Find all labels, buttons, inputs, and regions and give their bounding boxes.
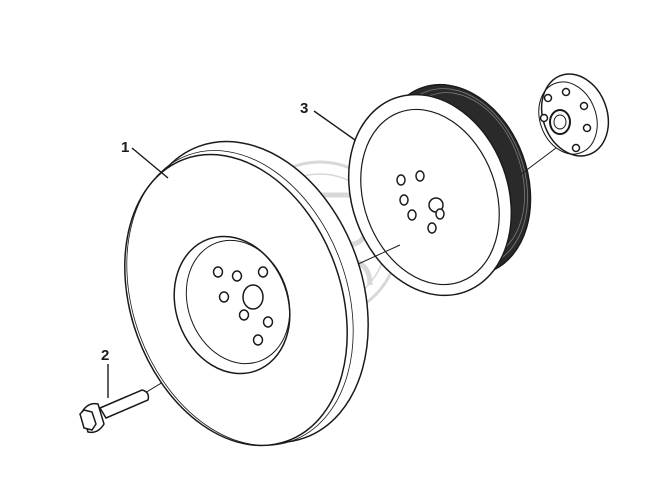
leader-lines — [107, 110, 356, 398]
bolt-shank — [98, 389, 150, 419]
callout-3: 3 — [300, 100, 308, 117]
flange-washer — [538, 73, 610, 157]
pulley-inner-ring — [360, 108, 500, 286]
vibration-damper — [124, 140, 369, 447]
washer-holes — [539, 87, 592, 153]
pulley-front-face — [347, 93, 513, 297]
damper-center-bore — [242, 284, 264, 310]
callout-1: 1 — [121, 139, 129, 156]
bolt-head — [79, 409, 97, 431]
damper-edge-line — [126, 150, 354, 446]
pulley-bolt-holes — [396, 170, 445, 234]
pulley — [347, 83, 532, 297]
damper-bolt-holes — [212, 266, 274, 346]
callout-2: 2 — [101, 347, 109, 364]
bolt — [79, 389, 150, 434]
washer-center-bore — [549, 109, 571, 135]
